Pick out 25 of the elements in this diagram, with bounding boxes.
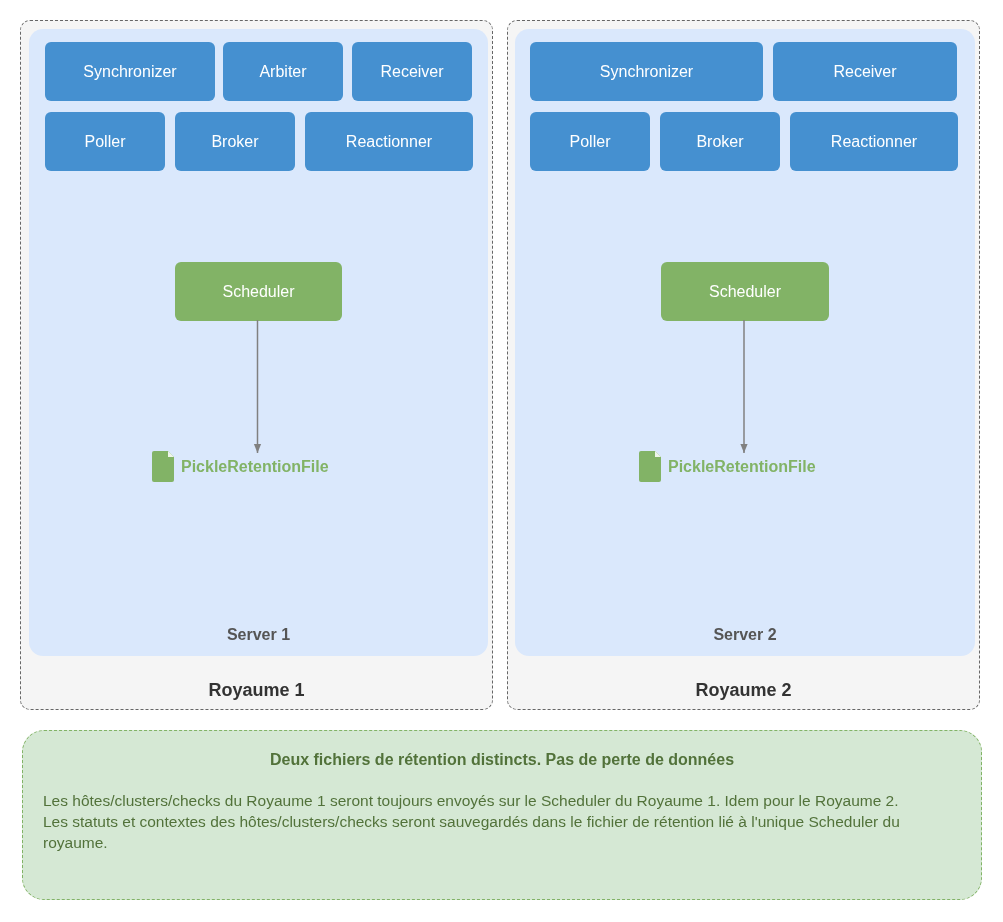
note-panel — [22, 730, 982, 900]
note-text: Les hôtes/clusters/checks du Royaume 1 seront toujours envoyés sur le Scheduler du Royaume 1. Idem pour le Royaume 2. — [43, 791, 900, 811]
arrow — [740, 319, 748, 454]
component-box: Reactionner — [790, 112, 958, 171]
note-text: Les statuts et contextes des hôtes/clusters/checks seront sauvegardés dans le fichier de rétention lié à l'unique Scheduler du royaume. — [43, 812, 901, 853]
file-label: PickleRetentionFile — [668, 457, 816, 476]
scheduler-box: Scheduler — [175, 262, 342, 321]
realm-label: Royaume 1 — [207, 680, 306, 701]
file-label: PickleRetentionFile — [181, 457, 329, 476]
component-box: Receiver — [773, 42, 957, 101]
component-box: Reactionner — [305, 112, 473, 171]
scheduler-box: Scheduler — [661, 262, 829, 321]
server-label: Server 1 — [225, 626, 292, 644]
component-box: Arbiter — [223, 42, 343, 101]
component-box: Synchronizer — [530, 42, 763, 101]
realm-label: Royaume 2 — [694, 680, 793, 701]
component-box: Receiver — [352, 42, 472, 101]
component-box: Broker — [175, 112, 295, 171]
component-box: Synchronizer — [45, 42, 215, 101]
note-heading: Deux fichiers de rétention distincts. Pas de perte de données — [268, 750, 736, 770]
server-label: Server 2 — [712, 626, 778, 644]
component-box: Poller — [530, 112, 650, 171]
arrow — [253, 319, 262, 454]
component-box: Poller — [45, 112, 165, 171]
component-box: Broker — [660, 112, 780, 171]
